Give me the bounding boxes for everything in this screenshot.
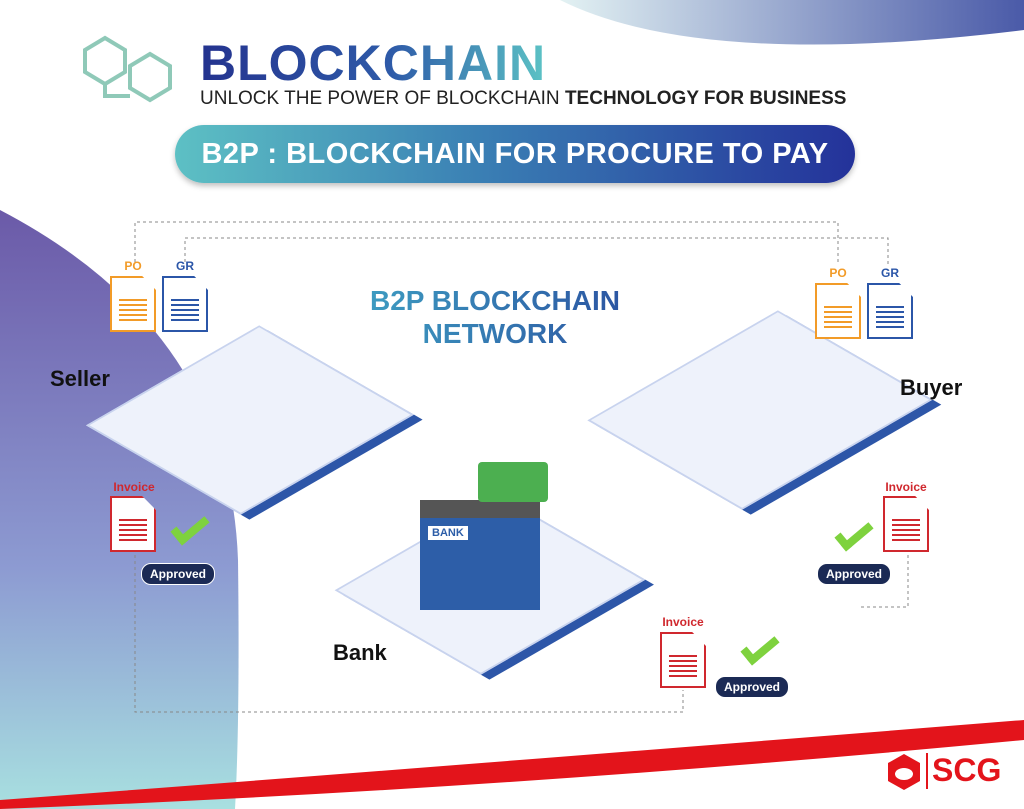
bank-invoice-document-icon: [660, 632, 706, 688]
buyer-invoice-document-icon: [883, 496, 929, 552]
blockchain-cubes-logo: [83, 35, 172, 103]
money-stack-icon: [478, 462, 548, 502]
logo-divider: [926, 753, 928, 789]
subtitle-regular: UNLOCK THE POWER OF BLOCKCHAIN: [200, 88, 565, 109]
page-title: BLOCKCHAIN: [200, 35, 547, 91]
bank-invoice-label: Invoice: [662, 615, 704, 629]
seller-gr-document-icon: [162, 276, 208, 332]
network-line2: NETWORK: [422, 318, 568, 349]
bank-building: BANK: [420, 500, 540, 610]
bank-approved-badge: Approved: [715, 676, 790, 698]
buyer-po-label: PO: [829, 266, 847, 280]
seller-label: Seller: [50, 366, 110, 391]
scg-logo-text: SCG: [932, 752, 1002, 788]
scg-elephant-logo-icon: [888, 754, 920, 790]
bank-sign: BANK: [428, 526, 468, 540]
seller-approved-badge: Approved: [141, 563, 216, 585]
banner: B2P : BLOCKCHAIN FOR PROCURE TO PAY: [175, 125, 855, 183]
buyer-invoice-label: Invoice: [885, 480, 927, 494]
subtitle: UNLOCK THE POWER OF BLOCKCHAIN TECHNOLOG…: [200, 88, 846, 110]
network-line1: B2P BLOCKCHAIN: [370, 285, 620, 316]
buyer-po-document-icon: [815, 283, 861, 339]
buyer-approved-badge: Approved: [817, 563, 892, 585]
buyer-label: Buyer: [900, 375, 963, 400]
seller-invoice-label: Invoice: [113, 480, 155, 494]
buyer-gr-label: GR: [881, 266, 899, 280]
seller-gr-label: GR: [176, 259, 194, 273]
bank-label: Bank: [333, 640, 387, 665]
buyer-gr-document-icon: [867, 283, 913, 339]
seller-po-document-icon: [110, 276, 156, 332]
seller-invoice-document-icon: [110, 496, 156, 552]
subtitle-bold: TECHNOLOGY FOR BUSINESS: [564, 88, 847, 109]
seller-po-label: PO: [124, 259, 142, 273]
